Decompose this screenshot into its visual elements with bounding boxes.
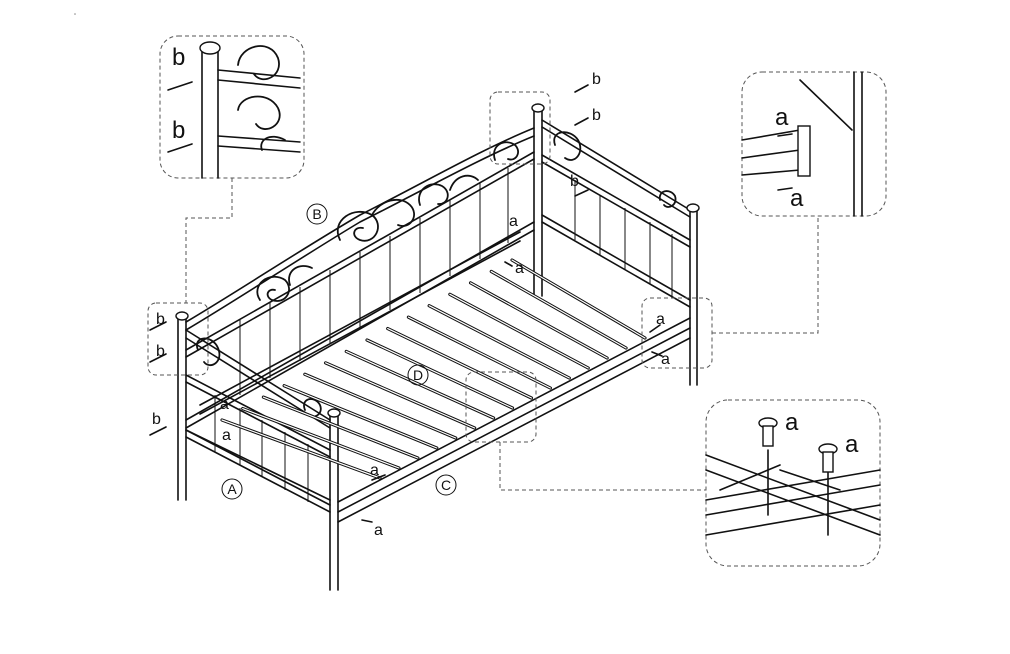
slat-highlight — [262, 396, 419, 459]
slat-highlight — [511, 259, 646, 339]
screw-a-back-1: a — [509, 213, 518, 230]
svg-text:b: b — [172, 117, 185, 144]
screw-b-left-2: b — [149, 343, 167, 363]
svg-text:a: a — [656, 311, 665, 328]
screw-b-right-3: b — [570, 173, 589, 197]
slat-highlight — [407, 316, 551, 389]
slat-highlight — [428, 305, 570, 379]
slat-highlight — [283, 385, 438, 449]
screw-a-left-1: a — [220, 396, 229, 413]
svg-text:B: B — [312, 206, 321, 222]
svg-text:A: A — [227, 481, 237, 497]
back-right-post — [531, 103, 545, 297]
svg-text:a: a — [220, 396, 229, 413]
highlight-top-joint — [489, 91, 551, 165]
slat-highlight — [221, 419, 381, 479]
part-label-c: C — [435, 474, 457, 496]
slat-highlight — [387, 327, 533, 399]
svg-text:a: a — [790, 185, 804, 212]
svg-text:b: b — [172, 44, 185, 71]
svg-text:a: a — [845, 431, 859, 458]
callout-connectors — [185, 178, 819, 491]
svg-text:a: a — [374, 522, 383, 539]
slat-highlight — [242, 407, 400, 469]
svg-text:b: b — [592, 107, 601, 124]
svg-text:C: C — [441, 477, 451, 493]
back-left-post — [175, 311, 189, 501]
screw-a-front-1: a — [370, 462, 386, 481]
page-speck — [74, 13, 76, 15]
svg-text:a: a — [775, 104, 789, 131]
slat-highlight — [324, 362, 476, 429]
svg-text:b: b — [152, 411, 161, 428]
screw-a-front-2: a — [361, 519, 383, 539]
left-end-panel-a — [185, 329, 331, 513]
screw-b-top-right-2: b — [574, 107, 601, 126]
screw-a-right-2: a — [651, 351, 670, 368]
svg-text:b: b — [592, 71, 601, 88]
detail-bolt-b: b b — [159, 35, 305, 179]
slats-d — [220, 258, 647, 480]
svg-text:b: b — [570, 173, 579, 190]
detail-bracket-a: a a — [741, 71, 887, 217]
screw-b-left-1: b — [149, 311, 167, 331]
svg-text:a: a — [509, 213, 518, 230]
slat-highlight — [469, 282, 608, 359]
right-end-panel — [541, 119, 691, 308]
svg-text:a: a — [515, 260, 524, 277]
detail-slat-screws-a: a a — [705, 399, 881, 567]
svg-text:a: a — [222, 427, 231, 444]
back-panel-b — [185, 127, 535, 429]
screw-a-left-2: a — [222, 427, 231, 444]
side-rail-c — [185, 317, 691, 523]
screw-b-top-right-1: b — [574, 71, 601, 93]
part-label-d: D — [407, 364, 429, 386]
svg-text:a: a — [370, 462, 379, 479]
rear-rail — [199, 231, 521, 415]
svg-text:b: b — [156, 311, 165, 328]
svg-text:b: b — [156, 343, 165, 360]
screw-a-back-2: a — [504, 260, 524, 277]
daybed-frame — [175, 103, 700, 591]
slat-highlight — [490, 270, 627, 349]
screw-b-left-3: b — [149, 411, 167, 436]
front-right-post — [686, 203, 700, 386]
highlight-left-joint — [147, 302, 209, 376]
screw-a-right-1: a — [649, 311, 665, 333]
part-label-a: A — [221, 478, 243, 500]
slat-highlight — [366, 339, 514, 409]
svg-text:a: a — [785, 409, 799, 436]
svg-text:D: D — [413, 367, 423, 383]
slat-highlight — [449, 293, 589, 369]
svg-text:a: a — [661, 351, 670, 368]
slat-highlight — [304, 373, 457, 439]
highlight-slat-joint — [465, 371, 537, 443]
part-label-b: B — [306, 203, 328, 225]
